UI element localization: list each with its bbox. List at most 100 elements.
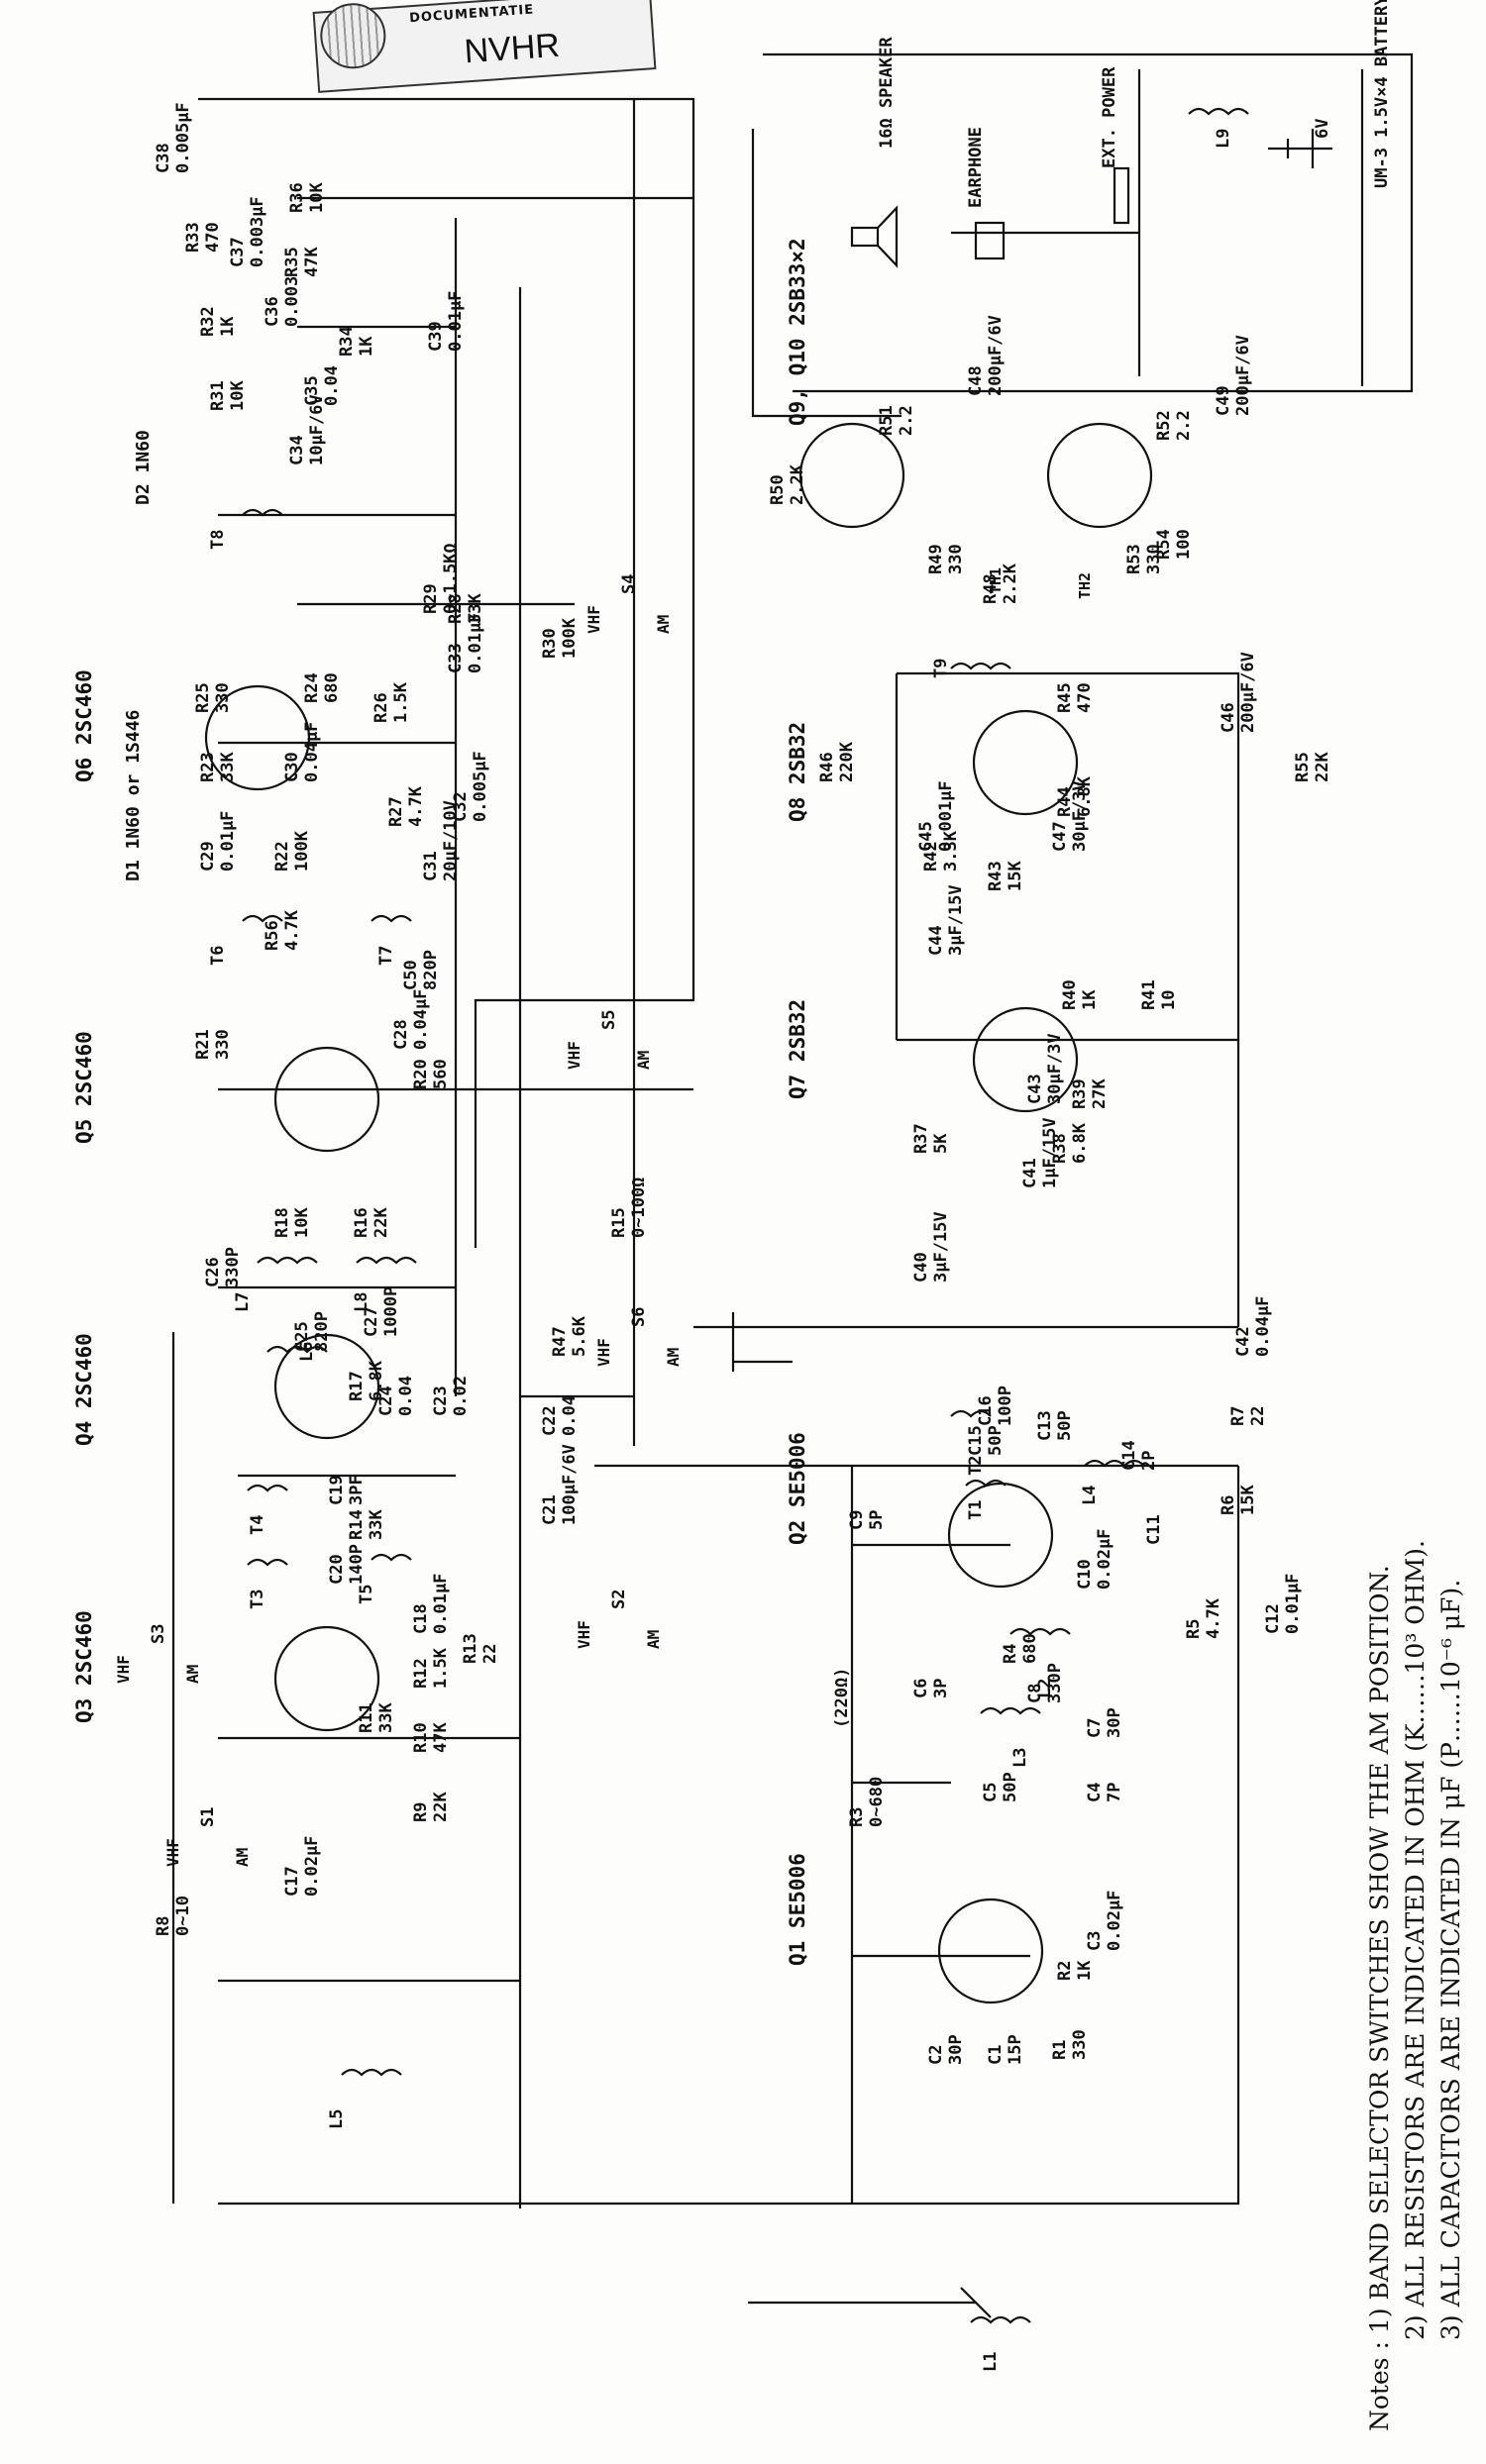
transformer-label-t1: T1	[966, 1500, 986, 1520]
capacitor-label-c12: C12	[1263, 1603, 1283, 1634]
capacitor-value-c33: 0.01μF	[466, 613, 485, 673]
coil-l7	[257, 1256, 318, 1265]
capacitor-label-c40: C40	[911, 1252, 931, 1283]
resistor-label-r39: R39	[1070, 1078, 1090, 1109]
inductor-label-l3: L3	[1010, 1748, 1030, 1768]
resistor-value-r44: 6.8K	[1075, 775, 1095, 817]
inductor-label-l1: L1	[981, 2352, 1001, 2372]
transformer-label-t8: T8	[208, 530, 228, 550]
resistor-label-r52: R52	[1154, 410, 1174, 441]
capacitor-value-c31: 20μF/10V	[441, 800, 461, 881]
switch-pos-b-s2: AM	[644, 1630, 663, 1649]
capacitor-label-c46: C46	[1219, 702, 1238, 733]
resistor-value-r22: 100K	[292, 830, 312, 872]
coil-l4	[1084, 1459, 1145, 1468]
resistor-value-r27: 4.7K	[406, 785, 426, 827]
resistor-label-r31: R31	[208, 380, 228, 411]
resistor-label-r20: R20	[411, 1059, 431, 1089]
switch-pos-b-s6: AM	[664, 1348, 683, 1367]
coil-l9	[1188, 107, 1249, 116]
resistor-value-r10: 47K	[431, 1722, 451, 1753]
resistor-value-r36: 10K	[307, 182, 327, 213]
resistor-label-r23: R23	[198, 752, 218, 782]
capacitor-value-c47: 30μF/3V	[1070, 780, 1090, 852]
resistor-label-r16: R16	[352, 1207, 372, 1238]
resistor-value-r30: 100K	[560, 617, 580, 659]
switch-pos-a-s4: VHF	[584, 605, 603, 634]
resistor-value-r40: 1K	[1080, 989, 1100, 1010]
transformer-label-t3: T3	[248, 1590, 267, 1609]
resistor-label-r4: R4	[1001, 1644, 1020, 1664]
resistor-value-r21: 330	[213, 1029, 233, 1060]
resistor-label-r7: R7	[1228, 1406, 1248, 1426]
resistor-label-r17: R17	[347, 1371, 367, 1401]
resistor-label-r46: R46	[817, 752, 837, 782]
resistor-label-r40: R40	[1060, 979, 1080, 1010]
capacitor-value-c29: 0.01μF	[218, 811, 238, 872]
ext-power-jack	[1113, 166, 1130, 225]
resistor-label-r49: R49	[926, 544, 946, 574]
resistor-value-r6: 15K	[1238, 1485, 1258, 1515]
resistor-label-r9: R9	[411, 1802, 431, 1822]
earphone-symbol	[974, 221, 1006, 260]
resistor-label-r55: R55	[1293, 752, 1313, 782]
capacitor-value-c30: 0.04μF	[302, 722, 322, 782]
note-2: 2) ALL RESISTORS ARE INDICATED IN OHM (K…	[1401, 1540, 1430, 2340]
resistor-value-r25: 330	[213, 682, 233, 713]
capacitor-value-c17: 0.02μF	[302, 1836, 322, 1897]
capacitor-label-c18: C18	[411, 1603, 431, 1634]
resistor-value-r48: 2.2K	[1001, 563, 1020, 604]
diode-label-0: D1 1N60 or 1S446	[123, 710, 144, 881]
resistor-value-r43: 15K	[1006, 861, 1025, 891]
resistor-value-r23: 33K	[218, 752, 238, 782]
capacitor-value-c40: 3μF/15V	[931, 1211, 951, 1283]
capacitor-label-c2: C2	[926, 2045, 946, 2065]
stamp-subtitle: DOCUMENTATIE	[408, 2, 535, 27]
transformer-label-t9: T9	[931, 659, 951, 678]
resistor-label-r47: R47	[550, 1326, 570, 1357]
resistor-value-r55: 22K	[1313, 752, 1332, 782]
resistor-label-r5: R5	[1184, 1619, 1204, 1639]
resistor-label-r13: R13	[461, 1633, 480, 1664]
capacitor-value-c27: 1000P	[381, 1286, 401, 1337]
note-3: 3) ALL CAPACITORS ARE INDICATED IN μF (P…	[1436, 1579, 1465, 2340]
capacitor-value-c22: 0.04	[560, 1395, 580, 1436]
resistor-label-r11: R11	[357, 1702, 376, 1733]
capacitor-label-c5: C5	[981, 1783, 1001, 1802]
resistor-label-r41: R41	[1139, 979, 1159, 1010]
transformer-label-t4: T4	[248, 1515, 267, 1535]
resistor-label-r25: R25	[193, 682, 213, 713]
coil-l5	[341, 2068, 402, 2077]
coil-t8	[242, 508, 283, 517]
capacitor-label-c32: C32	[451, 791, 471, 822]
battery-voltage-label: 6V	[1313, 119, 1332, 139]
resistor-value-r31: 10K	[228, 380, 248, 411]
stamp-title: NVHR	[463, 26, 562, 71]
capacitor-value-c7: 30P	[1105, 1707, 1124, 1738]
capacitor-value-c42: 0.04μF	[1253, 1296, 1273, 1357]
resistor-value-r17: 6.8K	[367, 1360, 386, 1401]
resistor-label-r32: R32	[198, 306, 218, 337]
capacitor-label-c1: C1	[986, 2045, 1006, 2065]
capacitor-value-c13: 50P	[1055, 1410, 1075, 1441]
resistor-value-r39: 27K	[1090, 1078, 1110, 1109]
resistor-label-r14: R14	[347, 1509, 367, 1540]
resistor-value-r20: 560	[431, 1059, 451, 1089]
transistor-label-7: Q8 2SB32	[786, 722, 809, 822]
coil-l8	[356, 1256, 417, 1265]
note-line-1: Notes : 1) BAND SELECTOR SWITCHES SHOW T…	[1362, 1431, 1398, 2431]
transistor-q3	[273, 1625, 380, 1732]
capacitor-label-c8: C8	[1025, 1684, 1045, 1703]
diode-label-1: D2 1N60	[133, 430, 154, 505]
capacitor-value-c45: 0.001μF	[936, 780, 956, 852]
resistor-value-r34: 1K	[357, 336, 376, 357]
switch-pos-a-s1: VHF	[163, 1838, 182, 1867]
capacitor-value-c16: 100P	[996, 1386, 1015, 1426]
resistor-value-r45: 470	[1075, 682, 1095, 713]
resistor-value-r28: 33K	[466, 593, 485, 624]
resistor-label-r50: R50	[768, 474, 788, 505]
transistor-q10	[1046, 422, 1153, 529]
capacitor-label-c34: C34	[287, 435, 307, 465]
capacitor-value-c14: 2P	[1139, 1451, 1159, 1471]
transistor-q8	[972, 709, 1079, 816]
